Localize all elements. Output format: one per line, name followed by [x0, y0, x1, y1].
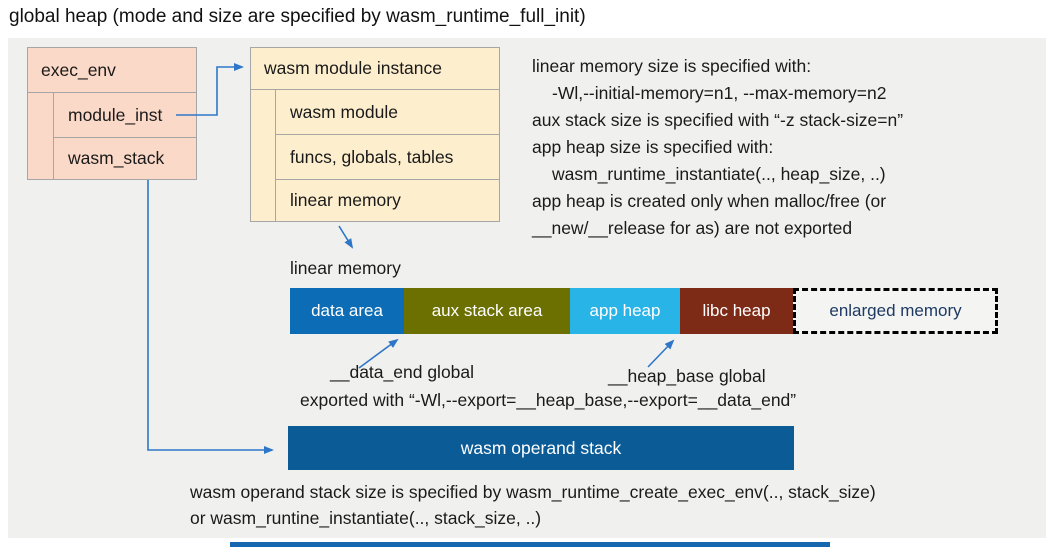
module-instance-row-funcs-globals-tables: funcs, globals, tables	[276, 135, 499, 180]
linear-memory-label: linear memory	[290, 258, 401, 278]
module-instance-strip	[251, 90, 276, 221]
exec-env-header: exec_env	[28, 48, 196, 93]
notes-bottom: wasm operand stack size is specified by …	[190, 479, 876, 531]
exec-env-row-wasm-stack: wasm_stack	[68, 148, 165, 168]
notes-top: linear memory size is specified with: -W…	[532, 53, 903, 242]
note-line: or wasm_runtine_instantiate(.., stack_si…	[190, 508, 542, 528]
exec-env-strip	[28, 93, 54, 179]
segment-app-heap: app heap	[570, 288, 680, 334]
segment-data-area: data area	[290, 288, 404, 334]
segment-aux-stack-area: aux stack area	[404, 288, 570, 334]
segment-libc-heap: libc heap	[680, 288, 793, 334]
exec-env-box: exec_env module_inst wasm_stack	[27, 47, 197, 180]
module-instance-row-wasm-module: wasm module	[276, 90, 499, 135]
bottom-accent-bar	[230, 542, 830, 547]
note-line: app heap is created only when malloc/fre…	[532, 191, 887, 211]
module-instance-box: wasm module instance wasm module funcs, …	[250, 47, 500, 222]
module-instance-header: wasm module instance	[251, 48, 499, 90]
data-end-global-label: __data_end global	[330, 362, 475, 382]
note-line: wasm operand stack size is specified by …	[190, 482, 876, 502]
note-line: linear memory size is specified with:	[532, 56, 812, 76]
page-title: global heap (mode and size are specified…	[9, 6, 586, 27]
heap-base-global-label: __heap_base global	[608, 366, 766, 386]
wasm-operand-stack-box: wasm operand stack	[288, 426, 794, 470]
linear-memory-bar: data area aux stack area app heap libc h…	[290, 288, 998, 334]
note-line: wasm_runtime_instantiate(.., heap_size, …	[552, 164, 886, 184]
export-note-label: exported with “-Wl,--export=__heap_base,…	[300, 390, 797, 410]
module-instance-row-linear-memory: linear memory	[290, 190, 401, 210]
exec-env-row-module-inst: module_inst	[54, 93, 196, 138]
note-line: __new/__release for as) are not exported	[532, 218, 853, 238]
note-line: -Wl,--initial-memory=n1, --max-memory=n2	[552, 83, 887, 103]
diagram-panel: exec_env module_inst wasm_stack wasm mod…	[8, 38, 1046, 538]
note-line: app heap size is specified with:	[532, 137, 774, 157]
note-line: aux stack size is specified with “-z sta…	[532, 110, 904, 130]
segment-enlarged-memory: enlarged memory	[793, 288, 998, 334]
